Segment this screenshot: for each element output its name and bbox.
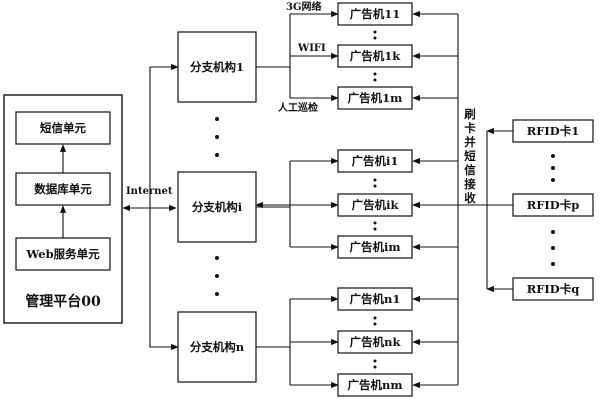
ad-dots xyxy=(373,221,377,225)
ad-machine-nk-box xyxy=(337,330,413,354)
ad-dots xyxy=(373,78,377,82)
rfid-card-1-box xyxy=(512,119,594,143)
rfid-dots xyxy=(551,178,555,182)
ad-machine-1k-box xyxy=(337,44,413,68)
ad-machine-im-label: 广告机im xyxy=(349,240,400,254)
internet-label: Internet xyxy=(126,186,173,197)
ad-machine-n1-label: 广告机n1 xyxy=(350,292,401,306)
branch-i-box xyxy=(177,171,257,243)
rfid-card-q-box xyxy=(512,277,594,301)
bus-to-branch-n xyxy=(149,208,179,351)
ad-machine-im-box xyxy=(337,235,413,259)
ad-machine-nm-box xyxy=(337,373,413,397)
ad-machine-ik-box xyxy=(337,193,413,217)
branch-dots xyxy=(215,153,219,157)
sms-unit-label: 短信单元 xyxy=(40,121,86,135)
ad-machine-ik-label: 广告机ik xyxy=(352,198,400,212)
swipe-sms-receive-caption: 刷卡并短信接收 xyxy=(464,107,476,205)
ad-machine-1m-box xyxy=(337,86,413,110)
rfid-card-1-label: RFID卡1 xyxy=(527,124,580,138)
web-service-unit-label: Web服务单元 xyxy=(25,247,100,261)
branch-dots xyxy=(215,274,219,278)
branch-dots xyxy=(215,256,219,260)
rfid-dots xyxy=(551,246,555,250)
branch-1-box xyxy=(177,31,257,103)
ad-dots xyxy=(373,316,377,320)
bus-to-branch-1 xyxy=(149,63,179,208)
rfid-dots xyxy=(551,166,555,170)
web-service-unit-box xyxy=(15,237,111,271)
channel-3g-label: 3G网络 xyxy=(286,0,322,13)
branch-1-label: 分支机构1 xyxy=(190,60,244,74)
branch-n-label: 分支机构n xyxy=(190,340,245,354)
branch-i-label: 分支机构i xyxy=(192,200,243,214)
ad-machine-n1-box xyxy=(337,287,413,311)
ad-dots xyxy=(373,359,377,363)
ad-machine-i1-label: 广告机i1 xyxy=(352,154,399,168)
ad-machine-nm-label: 广告机nm xyxy=(347,378,402,392)
ad-machine-nk-label: 广告机nk xyxy=(350,335,402,349)
ad-machine-11-box xyxy=(337,2,413,26)
ad-machine-1k-label: 广告机1k xyxy=(350,49,402,63)
rfid-dots xyxy=(551,262,555,266)
rfid-dots xyxy=(551,154,555,158)
branch-dots xyxy=(215,292,219,296)
database-unit-label: 数据库单元 xyxy=(34,182,92,196)
ad-machine-11-label: 广告机11 xyxy=(350,7,401,21)
ad-dots xyxy=(373,322,377,326)
ad-dots xyxy=(373,30,377,34)
ad-machine-1m-label: 广告机1m xyxy=(348,91,403,105)
ad-dots xyxy=(373,184,377,188)
sms-unit-box xyxy=(15,111,111,145)
branch-dots xyxy=(215,135,219,139)
channel-manual-label: 人工巡检 xyxy=(278,101,318,114)
ad-dots xyxy=(373,365,377,369)
channel-wifi-label: WIFI xyxy=(297,43,326,54)
management-platform-title: 管理平台00 xyxy=(25,293,101,310)
rfid-card-p-label: RFID卡p xyxy=(527,198,580,212)
branch-dots xyxy=(215,117,219,121)
rfid-card-p-box xyxy=(512,193,594,217)
ad-dots xyxy=(373,227,377,231)
ad-machine-i1-box xyxy=(337,149,413,173)
ad-dots xyxy=(373,36,377,40)
ad-dots xyxy=(373,72,377,76)
rfid-dots xyxy=(551,230,555,234)
rfid-card-q-label: RFID卡q xyxy=(527,282,580,296)
ad-dots xyxy=(373,178,377,182)
